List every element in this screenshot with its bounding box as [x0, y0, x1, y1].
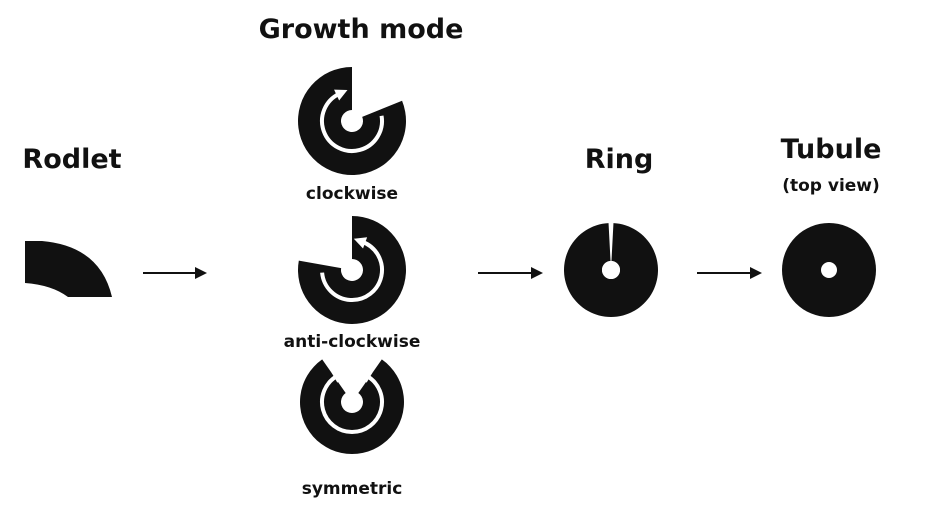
anti-clockwise-arrow-arc	[320, 239, 384, 302]
symmetric-arrow-left-arc	[320, 374, 353, 434]
arrow-ring-to-tubule-head	[750, 267, 762, 279]
arrow-rodlet-to-modes-head	[195, 267, 207, 279]
mode-label-symmetric: symmetric	[301, 479, 403, 499]
symmetric-arrow-left-head	[331, 371, 345, 383]
symmetric-arrow-right-head	[359, 371, 373, 383]
symmetric-icon	[299, 359, 404, 454]
ring-label: Ring	[584, 144, 654, 175]
arrow-modes-to-ring-head	[531, 267, 543, 279]
anti-clockwise-icon	[297, 216, 406, 325]
anti-clockwise-arrow-head	[353, 237, 368, 249]
tubule-sublabel: (top view)	[782, 176, 880, 196]
clockwise-icon	[298, 67, 407, 175]
rodlet-shape	[25, 241, 112, 297]
clockwise-arrow-head	[334, 89, 348, 101]
mode-label-clockwise: clockwise	[305, 184, 399, 204]
rodlet-label: Rodlet	[22, 144, 122, 175]
clockwise-arrow-arc	[320, 92, 384, 153]
mode-label-anti-clockwise: anti-clockwise	[283, 332, 421, 352]
growth-mode-title: Growth mode	[258, 14, 464, 45]
ring-hole	[602, 261, 620, 279]
tubule-shape-hole	[821, 262, 837, 278]
ring-shape	[564, 223, 658, 317]
tubule-label: Tubule	[780, 134, 882, 165]
symmetric-arrow-right-arc	[351, 374, 384, 434]
